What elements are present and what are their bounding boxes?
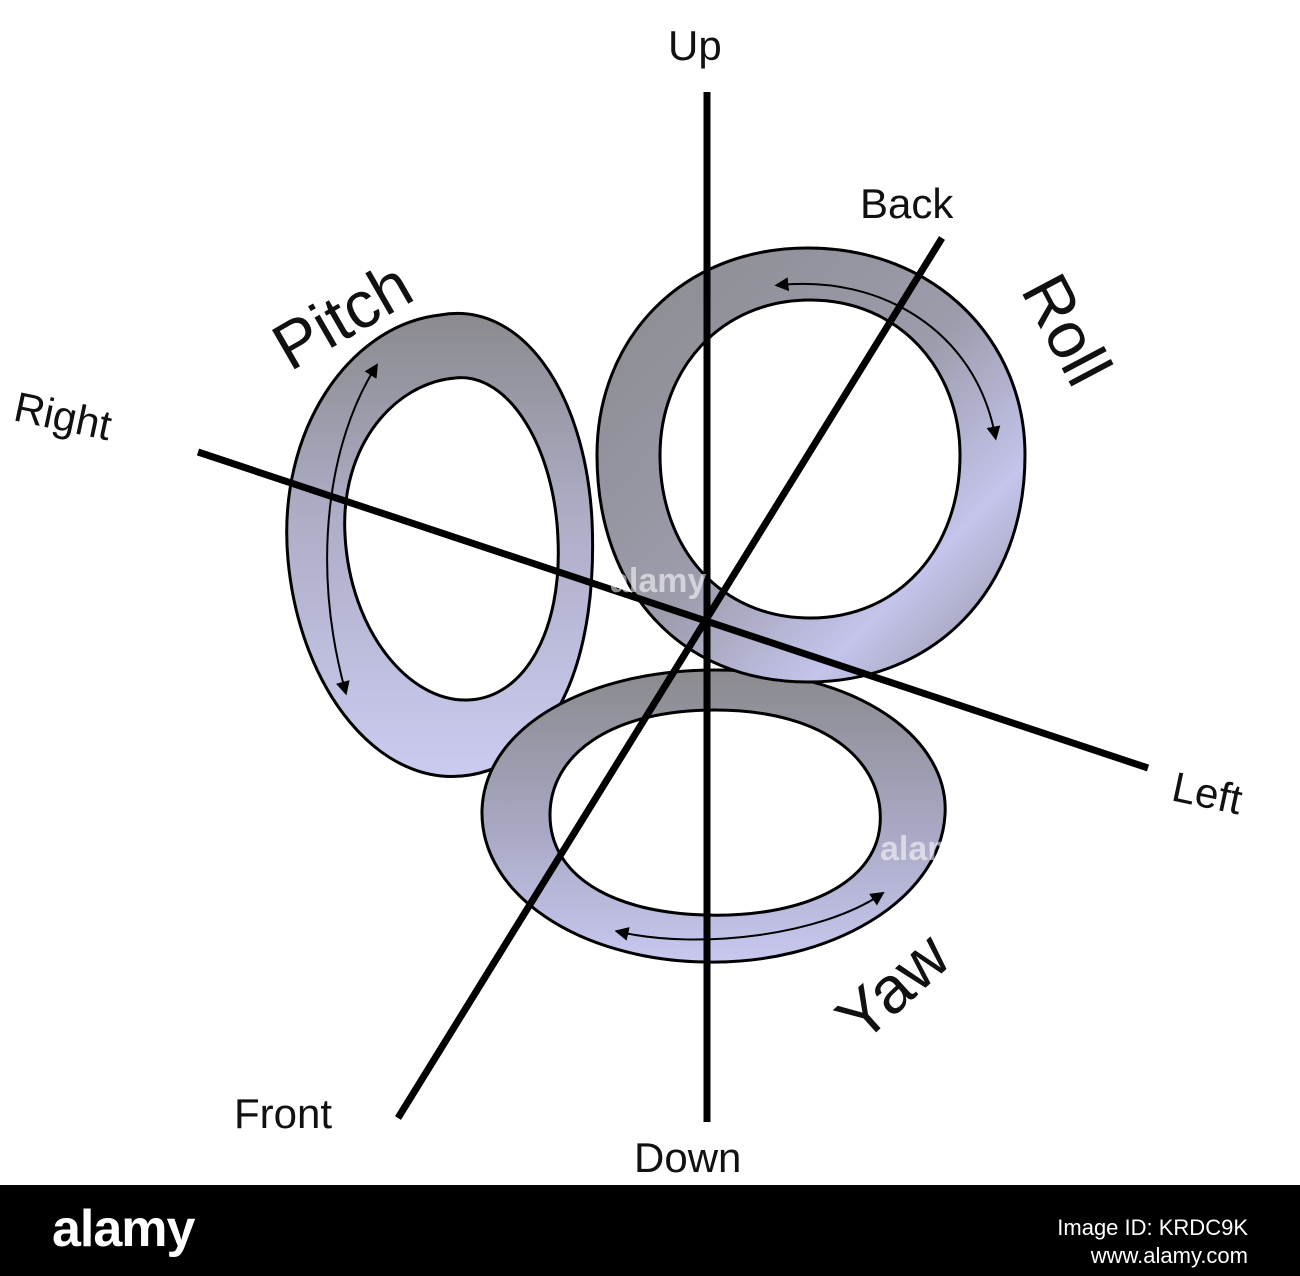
label-front: Front xyxy=(234,1090,332,1137)
yaw-ring xyxy=(480,668,947,964)
axes xyxy=(196,92,1150,1122)
pitch-arrow xyxy=(326,363,378,696)
roll-ring xyxy=(595,246,1027,684)
roll-arrow xyxy=(774,277,1001,441)
stock-footer: alamy Image ID: KRDC9K www.alamy.com xyxy=(0,1185,1300,1276)
watermark-center: alamy xyxy=(610,562,706,600)
diagram-canvas: alamy alamy Up Down Back Front Right Lef… xyxy=(10,22,1247,1181)
front-back-axis xyxy=(395,236,945,1120)
label-back: Back xyxy=(860,180,954,227)
stock-logo: alamy xyxy=(52,1200,195,1258)
pitch-ring xyxy=(285,311,595,778)
yaw-arrow xyxy=(614,891,885,941)
right-left-axis xyxy=(196,448,1150,772)
label-down: Down xyxy=(634,1134,741,1181)
stock-url: www.alamy.com xyxy=(1090,1243,1248,1268)
label-left: Left xyxy=(1168,763,1247,824)
watermark-right: alamy xyxy=(880,830,976,868)
rotation-axes-diagram: alamy alamy Up Down Back Front Right Lef… xyxy=(10,22,1247,1181)
label-yaw: Yaw xyxy=(822,918,964,1056)
label-up: Up xyxy=(668,22,722,69)
image-id: Image ID: KRDC9K xyxy=(1057,1215,1248,1240)
label-roll: Roll xyxy=(1008,262,1127,397)
label-right: Right xyxy=(10,383,116,449)
